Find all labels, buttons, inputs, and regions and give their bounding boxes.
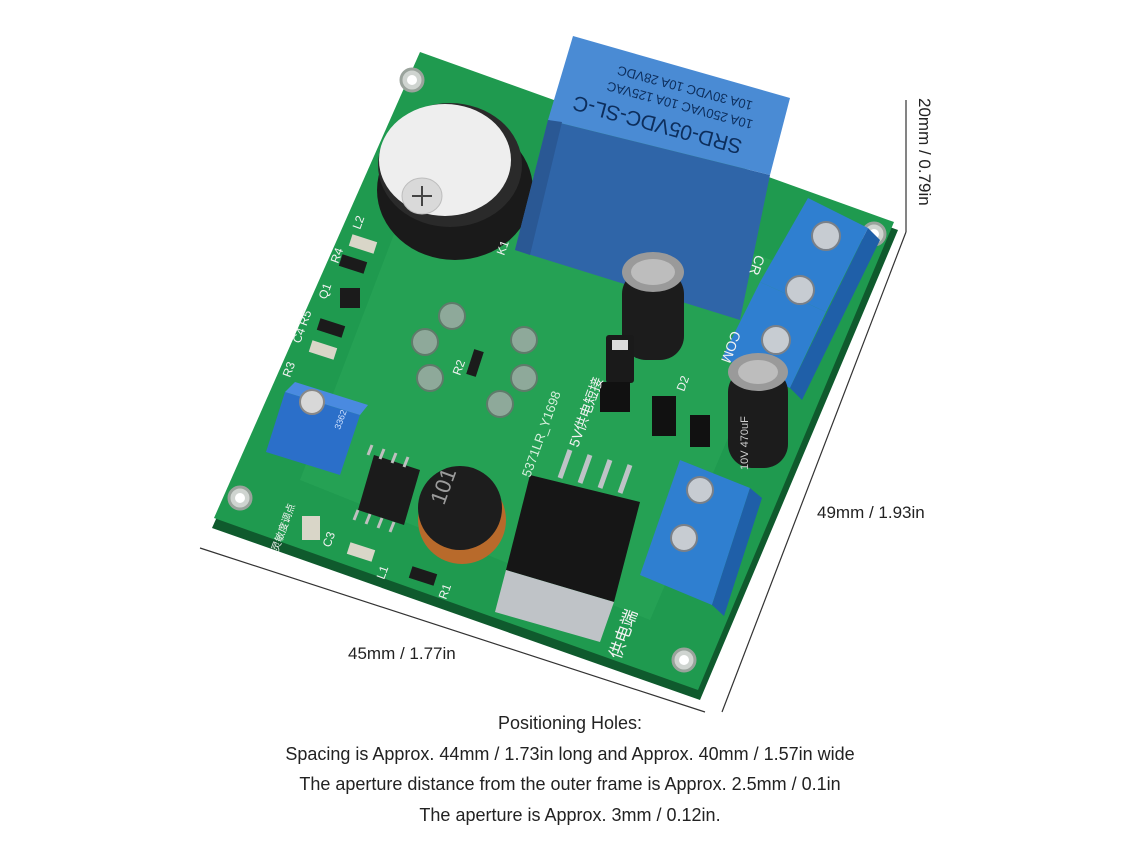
mounting-hole-icon <box>399 67 425 93</box>
inductor-icon: 101 <box>418 465 506 564</box>
screw-icon <box>670 524 698 552</box>
width-dimension-line <box>721 231 907 713</box>
notes-line-aperture: The aperture is Approx. 3mm / 0.12in. <box>419 804 721 825</box>
capacitor-icon <box>622 252 684 360</box>
silk-k1: K1 <box>494 238 512 257</box>
silk-r2: R2 <box>450 358 469 378</box>
silk-c3: C3 <box>320 530 339 550</box>
silk-cr: CR <box>746 253 768 277</box>
length-dimension-label: 45mm / 1.77in <box>348 644 456 663</box>
terminal-block-2pin <box>640 460 762 616</box>
silk-l2: L2 <box>350 213 368 231</box>
positioning-holes-notes: Positioning Holes: Spacing is Approx. 44… <box>0 708 1140 830</box>
screw-icon <box>761 325 791 355</box>
regulator-icon <box>495 449 640 642</box>
jumper-icon <box>600 335 634 412</box>
buzzer-icon <box>377 103 533 260</box>
relay-icon: SRD-05VDC-SL-C 10A 250VAC 10A 125VAC 10A… <box>515 36 790 320</box>
silk-d2: D2 <box>674 374 693 394</box>
notes-heading: Positioning Holes: <box>497 713 643 733</box>
notes-line-distance: The aperture distance from the outer fra… <box>299 774 841 794</box>
probe-pads <box>411 302 538 418</box>
screw-icon <box>811 221 841 251</box>
height-dimension-label: 20mm / 0.79in <box>915 98 934 206</box>
screw-icon <box>785 275 815 305</box>
notes-line-spacing: Spacing is Approx. 44mm / 1.73in long an… <box>285 743 855 764</box>
silk-r4: R4 <box>328 246 347 266</box>
silk-r3: R3 <box>280 360 299 380</box>
smd-components <box>302 234 710 586</box>
silk-r1: R1 <box>436 582 455 602</box>
width-dimension-label: 49mm / 1.93in <box>817 503 925 522</box>
length-dimension-line <box>199 547 706 713</box>
mounting-hole-icon <box>227 485 253 511</box>
potentiometer-icon: 3362 <box>266 382 368 475</box>
capacitor-mark-text: 10V 470uF <box>739 416 751 470</box>
silk-l1: L1 <box>374 563 392 581</box>
ic-chip-icon <box>352 444 420 533</box>
mounting-hole-icon <box>671 647 697 673</box>
silk-q1: Q1 <box>316 281 335 301</box>
capacitor-icon: 10V 470uF <box>728 353 788 470</box>
screw-icon <box>686 476 714 504</box>
